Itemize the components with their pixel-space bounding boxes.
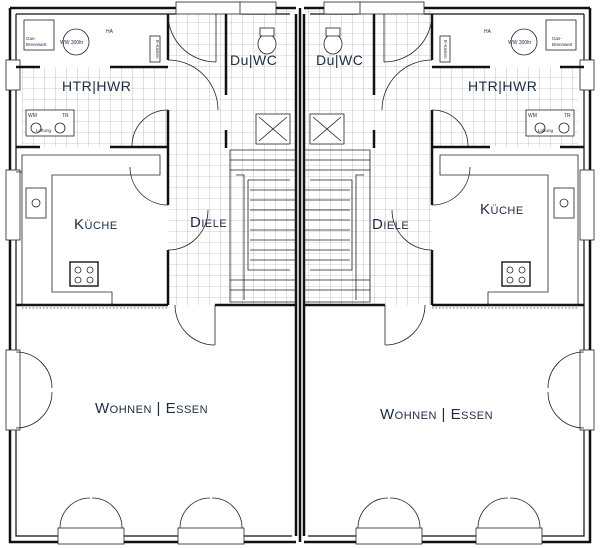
right-staircase (303, 149, 371, 303)
left-room-kueche: Küche (74, 216, 118, 233)
right-room-kueche: Küche (480, 201, 524, 218)
left-staircase (229, 149, 297, 303)
left-label-gas-2: Brennwert (26, 42, 47, 47)
left-label-gas-1: Gas- (26, 36, 36, 41)
left-label-wm: WM (28, 113, 37, 119)
right-label-ww: WW 300ltr (508, 40, 532, 46)
right-label-gas-2: Brennwert (552, 42, 573, 47)
right-label-ekasten: E-Kasten (443, 40, 448, 59)
left-label-ekasten: E-Kasten (155, 40, 160, 59)
left-label-tr: TR (62, 113, 69, 119)
left-label-ha: HA (106, 29, 114, 35)
right-label-ha: HA (484, 29, 492, 35)
left-tiled-hall (168, 8, 295, 305)
left-unit: HTR|HWR Du|WC Küche Diele Wohnen | Essen… (5, 1, 298, 545)
left-room-wohnen: Wohnen | Essen (95, 400, 208, 417)
right-room-wohnen: Wohnen | Essen (380, 406, 493, 423)
left-label-lueftung: Lüftung (36, 128, 52, 133)
right-room-technik: HTR|HWR (468, 78, 537, 94)
left-room-bad: Du|WC (230, 52, 277, 68)
right-room-diele: Diele (372, 216, 409, 233)
right-label-gas-1: Gas- (552, 36, 562, 41)
right-room-bad: Du|WC (316, 52, 363, 68)
left-room-technik: HTR|HWR (62, 78, 131, 94)
left-label-ww: WW 300ltr (60, 40, 84, 46)
right-unit: HTR|HWR Du|WC Küche Diele Wohnen | Essen… (302, 1, 595, 545)
right-label-lueftung: Lüftung (538, 128, 554, 133)
right-label-tr: TR (564, 113, 571, 119)
left-room-diele: Diele (190, 214, 227, 231)
right-label-wm: WM (528, 113, 537, 119)
right-tiled-hall (305, 8, 432, 305)
